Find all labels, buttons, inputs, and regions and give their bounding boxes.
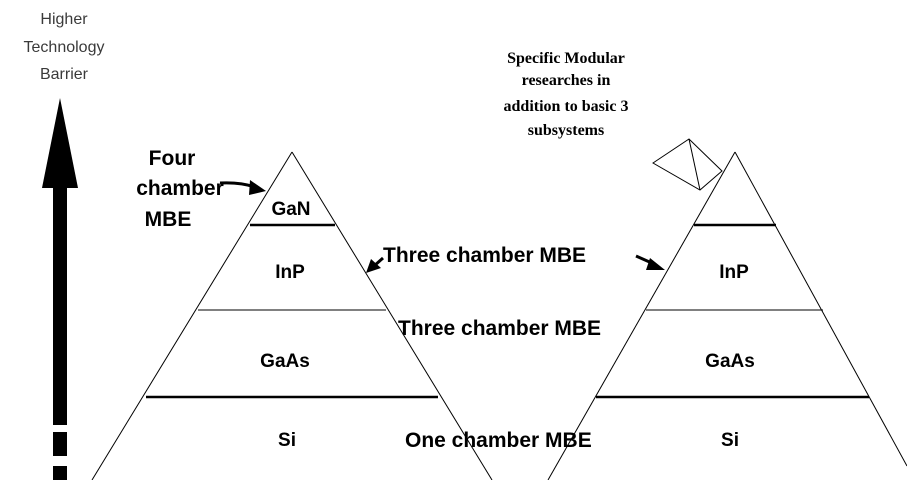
callout-modular-line2: researches in	[522, 72, 611, 89]
callout-four-chamber: Four chamber MBE	[136, 147, 224, 231]
arrow-three-chamber-right	[635, 254, 665, 270]
left-tier-label-si: Si	[278, 430, 296, 451]
axis-label-line1: Higher	[40, 11, 88, 28]
left-pyramid-right-edge	[291, 151, 493, 480]
axis-label-line3: Barrier	[40, 66, 89, 83]
right-tier-label-inp: InP	[719, 262, 749, 283]
arrow-four-chamber	[219, 180, 266, 195]
callout-one-chamber: One chamber MBE	[405, 429, 592, 452]
callout-modular-line1: Specific Modular	[507, 50, 625, 67]
arrow-four-chamber-head	[249, 180, 266, 195]
arrow-three-chamber-left-head	[366, 259, 381, 273]
axis-label: Higher Technology Barrier	[24, 11, 105, 83]
right-pyramid: InP GaAs Si	[547, 151, 907, 480]
modular-addon-shape	[652, 138, 723, 191]
left-pyramid-left-edge	[91, 151, 293, 480]
left-tier-label-inp: InP	[275, 262, 305, 283]
callout-four-chamber-line2: chamber	[136, 177, 224, 200]
axis-label-line2: Technology	[24, 39, 105, 56]
callout-modular-line3: addition to basic 3	[504, 98, 629, 115]
arrow-three-chamber-right-head	[646, 258, 665, 270]
callout-three-chamber-top: Three chamber MBE	[383, 244, 586, 267]
arrow-three-chamber-left	[366, 256, 384, 273]
callout-four-chamber-line3: MBE	[145, 208, 192, 231]
upward-arrow-dash-2	[53, 466, 67, 480]
modular-addon-inner	[688, 138, 701, 191]
upward-arrow	[42, 98, 78, 480]
right-pyramid-left-edge	[547, 151, 736, 480]
callout-modular-line4: subsystems	[528, 122, 604, 139]
callout-four-chamber-line1: Four	[149, 147, 196, 170]
upward-arrow-dash-1	[53, 432, 67, 456]
left-pyramid: GaN InP GaAs Si	[91, 151, 493, 480]
right-pyramid-right-edge	[734, 151, 907, 467]
left-tier-label-gaas: GaAs	[260, 351, 310, 372]
callout-modular: Specific Modular researches in addition …	[504, 50, 629, 139]
callout-three-chamber-mid: Three chamber MBE	[398, 317, 601, 340]
right-tier-label-si: Si	[721, 430, 739, 451]
upward-arrow-head	[42, 98, 78, 188]
upward-arrow-shaft	[53, 187, 67, 425]
left-tier-label-gan: GaN	[271, 199, 310, 220]
right-tier-label-gaas: GaAs	[705, 351, 755, 372]
